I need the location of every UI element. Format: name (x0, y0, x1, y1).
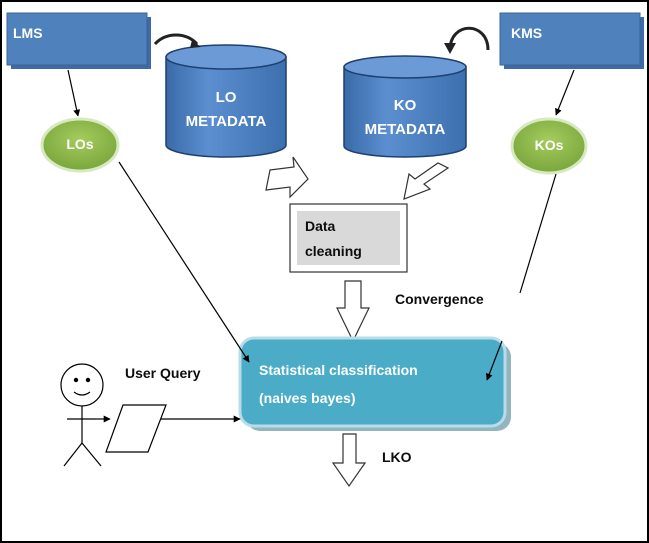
convergence-label: Convergence (395, 291, 484, 307)
ko-metadata-to-cleaning-arrow (403, 162, 450, 200)
lo-metadata-line-1: LO (215, 89, 237, 106)
classifier-box (238, 336, 511, 431)
kos-label: KOs (534, 137, 564, 153)
kos-oval (510, 117, 588, 175)
data-cleaning-line-2: cleaning (305, 243, 362, 259)
lo-metadata-line-2: METADATA (185, 113, 267, 130)
los-to-classifier-arrow (118, 161, 250, 363)
lms-to-los-arrow (67, 69, 81, 117)
user-query-shape (105, 404, 167, 453)
data-cleaning-label: Data cleaning (305, 214, 362, 264)
user-stick-figure (60, 363, 104, 467)
kms-to-ko-curved-arrow (448, 26, 490, 51)
classifier-output-arrow (331, 433, 367, 488)
kms-label: KMS (511, 25, 543, 41)
classifier-line-2: (naives bayes) (259, 390, 356, 406)
kms-to-ko-arrowhead (444, 43, 456, 54)
data-cleaning-line-1: Data (305, 218, 336, 234)
kms-to-kos-arrow (555, 69, 575, 116)
kms-box (499, 12, 644, 69)
ko-metadata-line-2: METADATA (364, 121, 446, 138)
ko-metadata-label: KO METADATA (358, 94, 452, 142)
ko-metadata-line-1: KO (393, 97, 417, 114)
lo-metadata-to-cleaning-arrow (265, 156, 309, 199)
lms-to-lo-arrowhead (190, 40, 201, 48)
convergence-to-classifier-arrow (485, 340, 503, 381)
lko-label: LKO (382, 449, 412, 465)
los-label: LOs (66, 136, 94, 152)
lo-metadata-cylinder (165, 44, 287, 158)
lms-box (6, 12, 151, 69)
los-oval (40, 117, 120, 173)
cleaning-to-classifier-arrow (336, 280, 370, 343)
data-cleaning-fill (297, 211, 400, 265)
ko-metadata-cylinder (343, 55, 467, 158)
kos-convergence-line (519, 173, 557, 294)
classifier-label: Statistical classification (naives bayes… (259, 356, 418, 412)
classifier-line-1: Statistical classification (259, 362, 418, 378)
lms-to-lo-curved-arrow (153, 33, 199, 46)
user-query-label: User Query (125, 365, 201, 381)
lms-label: LMS (13, 25, 43, 41)
lo-metadata-label: LO METADATA (179, 86, 273, 134)
